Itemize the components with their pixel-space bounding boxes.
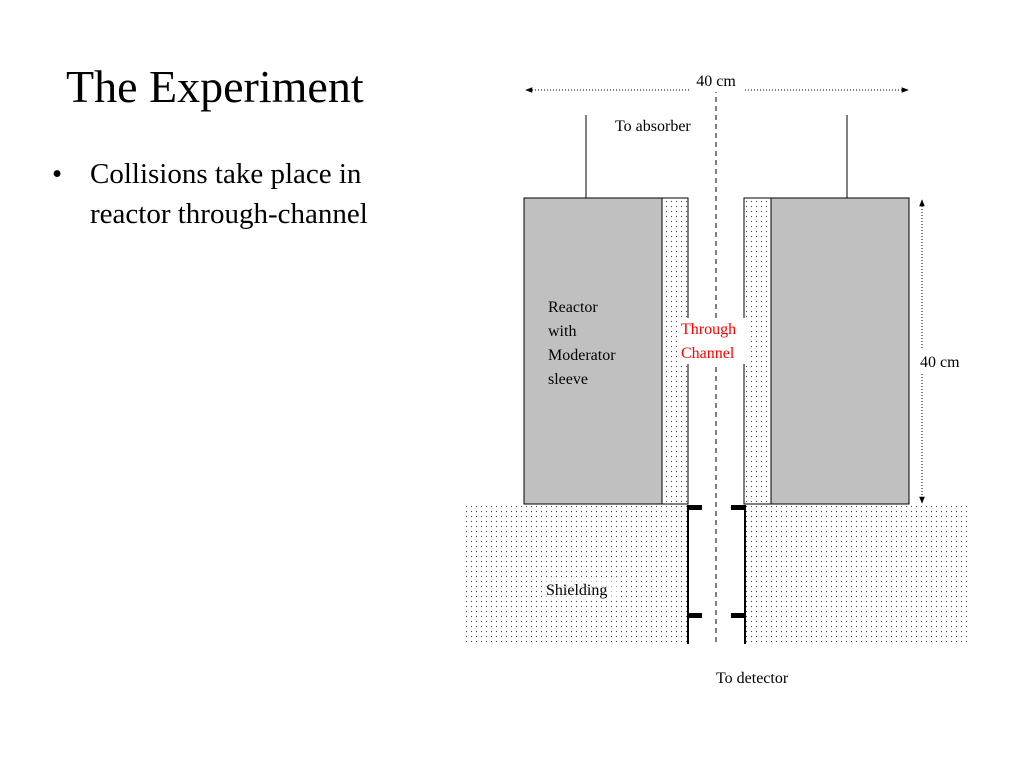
width-dimension-label: 40 cm — [696, 73, 736, 90]
slide-title: The Experiment — [66, 61, 364, 112]
reactor-block-right — [770, 197, 910, 505]
to-detector-label: To detector — [716, 670, 789, 687]
bullet-list: • Collisions take place in reactor throu… — [52, 154, 432, 234]
shielding-left — [465, 505, 688, 644]
reactor-label-line: with — [548, 323, 576, 340]
collimator-bar — [731, 505, 744, 510]
reactor-label-line: Moderator — [548, 347, 616, 364]
reactor-block-left — [523, 197, 663, 505]
shielding-right — [745, 505, 970, 644]
collimator-bar — [689, 613, 702, 618]
through-channel-line: Channel — [681, 345, 735, 362]
bullet-icon: • — [52, 158, 63, 190]
collimator-bar — [689, 505, 702, 510]
bullet-text: Collisions take place in reactor through… — [90, 158, 368, 230]
reactor-label: Reactor with Moderator sleeve — [548, 299, 620, 388]
to-absorber-label: To absorber — [615, 118, 691, 135]
reactor-label-line: sleeve — [548, 371, 588, 388]
through-channel-line: Through — [681, 321, 736, 338]
bullet-item: • Collisions take place in reactor throu… — [52, 154, 432, 234]
height-dimension-label: 40 cm — [920, 354, 960, 371]
shielding-label: Shielding — [546, 582, 607, 599]
collimator-bar — [731, 613, 744, 618]
through-channel-label: Through Channel — [681, 321, 740, 362]
reactor-label-line: Reactor — [548, 299, 598, 316]
